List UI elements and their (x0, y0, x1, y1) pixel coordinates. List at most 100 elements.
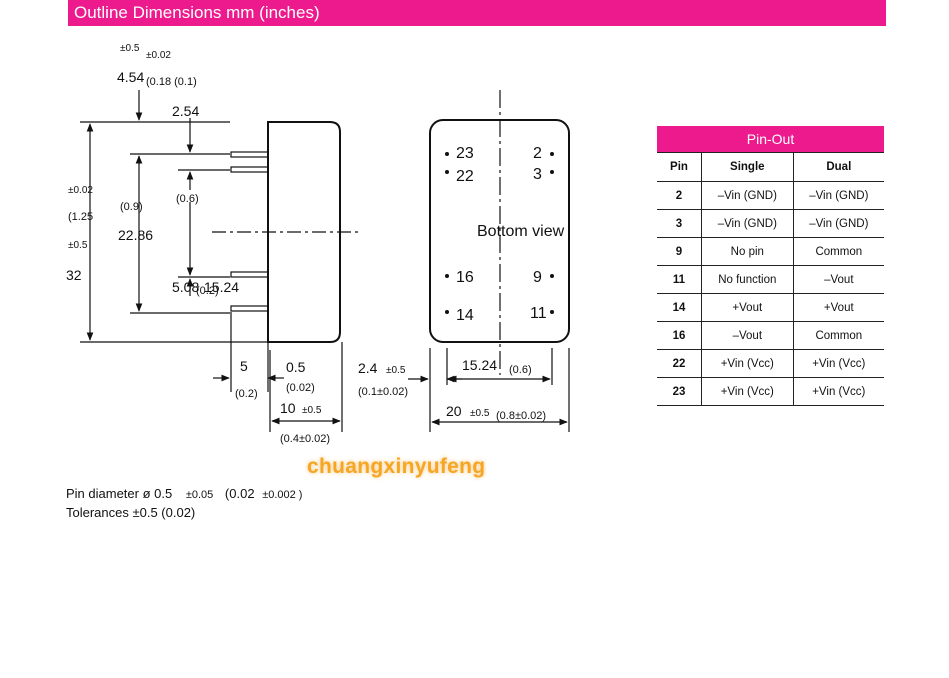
cell-pin: 22 (657, 349, 702, 378)
table-row: 16 –Vout Common (657, 321, 884, 350)
side-pin (230, 151, 269, 158)
cell-single: No function (701, 265, 794, 294)
tol-label: ±0.5 (470, 408, 490, 419)
side-pin (230, 305, 269, 312)
cell-dual: +Vin (Vcc) (793, 349, 884, 378)
dim-2-54: 2.54 (172, 103, 199, 119)
pin-label-23: 23 (456, 145, 474, 162)
dim-15-24-bottom: 15.24 (462, 357, 497, 373)
cell-dual: –Vin (GND) (793, 209, 884, 238)
dim-2-4-inch: (0.1±0.02) (358, 386, 408, 398)
dim-0-5-inch: (0.02) (286, 382, 315, 394)
brand-watermark: chuangxinyufeng (307, 455, 486, 478)
cell-dual: –Vout (793, 265, 884, 294)
dim-0-18: (0.18 (0.1) (146, 76, 197, 88)
dim-5-08: 5.08 (172, 279, 199, 295)
cell-pin: 23 (657, 377, 702, 406)
notes: Pin diameter ø 0.5 ±0.05 (0.02 ±0.002 ) … (66, 485, 302, 522)
pin-dot (550, 170, 554, 174)
dim-10-inch: (0.4±0.02) (280, 433, 330, 445)
pin-diameter-note: Pin diameter ø 0.5 ±0.05 (0.02 ±0.002 ) (66, 486, 303, 501)
pin-label-3: 3 (533, 166, 542, 183)
pin-dot (445, 274, 449, 278)
cell-pin: 9 (657, 237, 702, 266)
cell-single: –Vin (GND) (701, 181, 794, 210)
section-title: Outline Dimensions mm (inches) (74, 3, 320, 22)
module-body-side (267, 121, 341, 343)
side-view (80, 90, 358, 432)
col-header-pin: Pin (657, 152, 702, 182)
col-header-single: Single (701, 152, 794, 182)
cell-dual: Common (793, 321, 884, 350)
cell-pin: 16 (657, 321, 702, 350)
dim-15-24-inch: (0.6) (509, 364, 532, 376)
pinout-table: Pin-Out Pin Single Dual 2 –Vin (GND) –Vi… (657, 126, 884, 406)
table-row: 9 No pin Common (657, 237, 884, 266)
pin-label-16: 16 (456, 269, 474, 286)
cell-single: +Vin (Vcc) (701, 349, 794, 378)
cell-single: –Vout (701, 321, 794, 350)
dim-10: 10 (280, 400, 296, 416)
cell-dual: –Vin (GND) (793, 181, 884, 210)
dim-22-86: 22.86 (118, 227, 153, 243)
dim-1-25: (1.25 (68, 211, 93, 223)
cell-pin: 14 (657, 293, 702, 322)
pin-dot (445, 170, 449, 174)
cell-single: +Vin (Vcc) (701, 377, 794, 406)
cell-dual: Common (793, 237, 884, 266)
cell-single: +Vout (701, 293, 794, 322)
section-header: Outline Dimensions mm (inches) (68, 0, 886, 26)
tol-label: ±0.02 (146, 50, 171, 61)
bottom-view-pins: 23 22 16 14 2 3 9 11 Bottom view (445, 145, 565, 324)
pin-dot (550, 274, 554, 278)
tol-label: ±0.5 (302, 405, 322, 416)
pin-label-11: 11 (530, 305, 547, 322)
pin-dot (445, 152, 449, 156)
table-row: 23 +Vin (Vcc) +Vin (Vcc) (657, 377, 884, 406)
side-pin (230, 166, 269, 173)
dim-5-inch: (0.2) (235, 388, 258, 400)
dim-0-5: 0.5 (286, 359, 306, 375)
dim-4-54: 4.54 (117, 69, 144, 85)
dim-15-24-side: 15.24 (204, 279, 239, 295)
dim-32: 32 (66, 267, 82, 283)
tolerances-note: Tolerances ±0.5 (0.02) (66, 505, 196, 520)
dim-0-2: (0.2) (196, 285, 219, 297)
cell-pin: 11 (657, 265, 702, 294)
dim-20: 20 (446, 403, 462, 419)
table-row: 3 –Vin (GND) –Vin (GND) (657, 209, 884, 238)
tol-label: ±0.5 (68, 240, 88, 251)
cell-single: No pin (701, 237, 794, 266)
table-row: 11 No function –Vout (657, 265, 884, 294)
cell-dual: +Vin (Vcc) (793, 377, 884, 406)
pin-dot (445, 310, 449, 314)
pin-dot (550, 310, 554, 314)
side-pin (230, 271, 269, 278)
pin-label-14: 14 (456, 307, 474, 324)
dim-20-inch: (0.8±0.02) (496, 410, 546, 422)
bottom-view-label: Bottom view (477, 223, 565, 240)
cell-pin: 2 (657, 181, 702, 210)
dim-0-6: (0.6) (176, 193, 199, 205)
pin-label-22: 22 (456, 168, 474, 185)
table-row: 22 +Vin (Vcc) +Vin (Vcc) (657, 349, 884, 378)
cell-single: –Vin (GND) (701, 209, 794, 238)
table-row: 2 –Vin (GND) –Vin (GND) (657, 181, 884, 210)
cell-dual: +Vout (793, 293, 884, 322)
tol-label: ±0.02 (68, 185, 93, 196)
table-row: 14 +Vout +Vout (657, 293, 884, 322)
tol-label: ±0.5 (386, 365, 406, 376)
pin-label-9: 9 (533, 269, 542, 286)
col-header-dual: Dual (793, 152, 884, 182)
dim-0-9: (0.9) (120, 201, 143, 213)
pinout-title: Pin-Out (657, 126, 884, 153)
bottom-view-labels: 2.4 ±0.5 (0.1±0.02) 15.24 (0.6) 20 ±0.5 … (358, 357, 546, 422)
tol-label: ±0.5 (120, 43, 140, 54)
dim-2-4: 2.4 (358, 360, 378, 376)
bottom-view (408, 90, 570, 432)
cell-pin: 3 (657, 209, 702, 238)
pin-label-2: 2 (533, 145, 542, 162)
dim-5: 5 (240, 358, 248, 374)
side-view-labels: ±0.5 ±0.02 4.54 (0.18 (0.1) 2.54 ±0.02 (… (66, 43, 330, 445)
